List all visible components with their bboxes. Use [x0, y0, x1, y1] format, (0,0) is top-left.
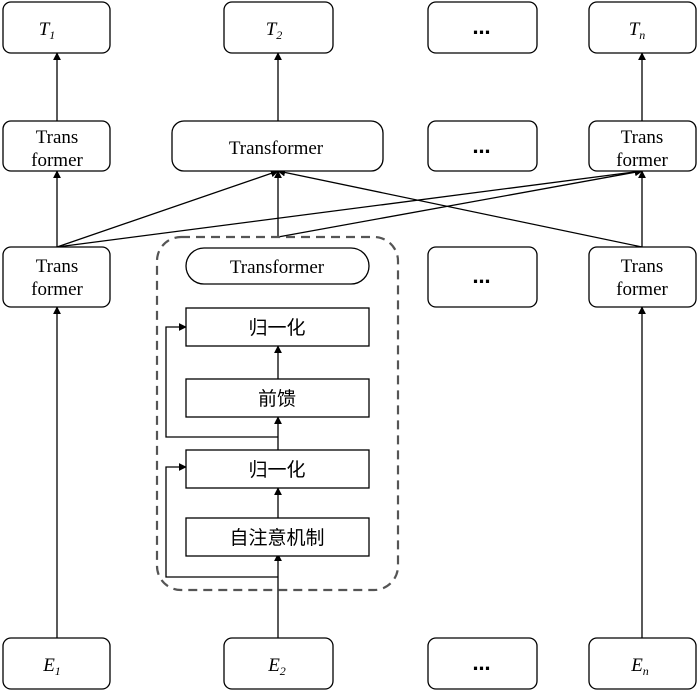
norm-bottom-label: 归一化	[248, 459, 305, 481]
lower-layer-coln-line1: Trans	[621, 256, 664, 277]
lower-layer-ellipsis: …	[427, 246, 538, 308]
upper-layer-coln: Trans former	[588, 120, 697, 172]
input-e1-label: E1	[42, 655, 61, 678]
output-t2-box: T2	[223, 1, 334, 54]
transformer-block-outline	[155, 235, 400, 592]
lower-layer-col1-line2: former	[31, 279, 83, 300]
residual-bottom	[165, 463, 278, 578]
input-e1-box: E1	[2, 637, 111, 690]
upper-layer-col2: Transformer	[171, 120, 384, 172]
output-ellipsis-box: …	[427, 1, 538, 54]
norm-top-box: 归一化	[185, 307, 370, 347]
upper-layer-coln-line1: Trans	[621, 127, 664, 148]
lower-layer-coln: Trans former	[588, 246, 697, 308]
input-ellipsis-box: …	[427, 637, 538, 690]
output-tn-label: Tn	[629, 19, 646, 42]
input-en-box: En	[588, 637, 697, 690]
connectors	[53, 52, 646, 638]
lower-layer-ellipsis-label: …	[473, 267, 492, 288]
norm-bottom-box: 归一化	[185, 449, 370, 489]
output-t1-box: T1	[2, 1, 111, 54]
upper-layer-ellipsis: …	[427, 120, 538, 172]
arrow-coln-to-col2	[277, 168, 643, 248]
self-attention-label: 自注意机制	[229, 527, 324, 549]
feedforward-label: 前馈	[258, 388, 296, 410]
lower-layer-col2-header: Transformer	[185, 247, 370, 285]
upper-layer-ellipsis-label: …	[473, 137, 492, 158]
upper-layer-col1: Trans former	[2, 120, 111, 172]
output-tn-box: Tn	[588, 1, 697, 54]
upper-layer-col2-label: Transformer	[229, 138, 324, 159]
output-ellipsis-label: …	[473, 18, 492, 39]
arrow-col1-to-col2	[56, 169, 279, 248]
input-en-label: En	[630, 655, 649, 678]
residual-top	[165, 323, 278, 438]
arrow-col1-to-coln	[56, 167, 643, 248]
input-e2-box: E2	[223, 637, 334, 690]
input-e2-label: E2	[267, 655, 286, 678]
lower-layer-coln-line2: former	[616, 279, 668, 300]
upper-layer-col1-line2: former	[31, 150, 83, 171]
upper-layer-col1-line1: Trans	[36, 127, 79, 148]
norm-top-label: 归一化	[248, 317, 305, 339]
input-ellipsis-label: …	[473, 654, 492, 675]
upper-layer-coln-line2: former	[616, 150, 668, 171]
lower-layer-col2-label: Transformer	[230, 257, 325, 278]
lower-layer-col1: Trans former	[2, 246, 111, 308]
output-t1-label: T1	[39, 19, 56, 42]
output-t2-label: T2	[266, 19, 283, 42]
lower-layer-col1-line1: Trans	[36, 256, 79, 277]
arrow-col2-to-coln	[277, 168, 643, 238]
self-attention-box: 自注意机制	[185, 517, 370, 557]
feedforward-box: 前馈	[185, 378, 370, 418]
